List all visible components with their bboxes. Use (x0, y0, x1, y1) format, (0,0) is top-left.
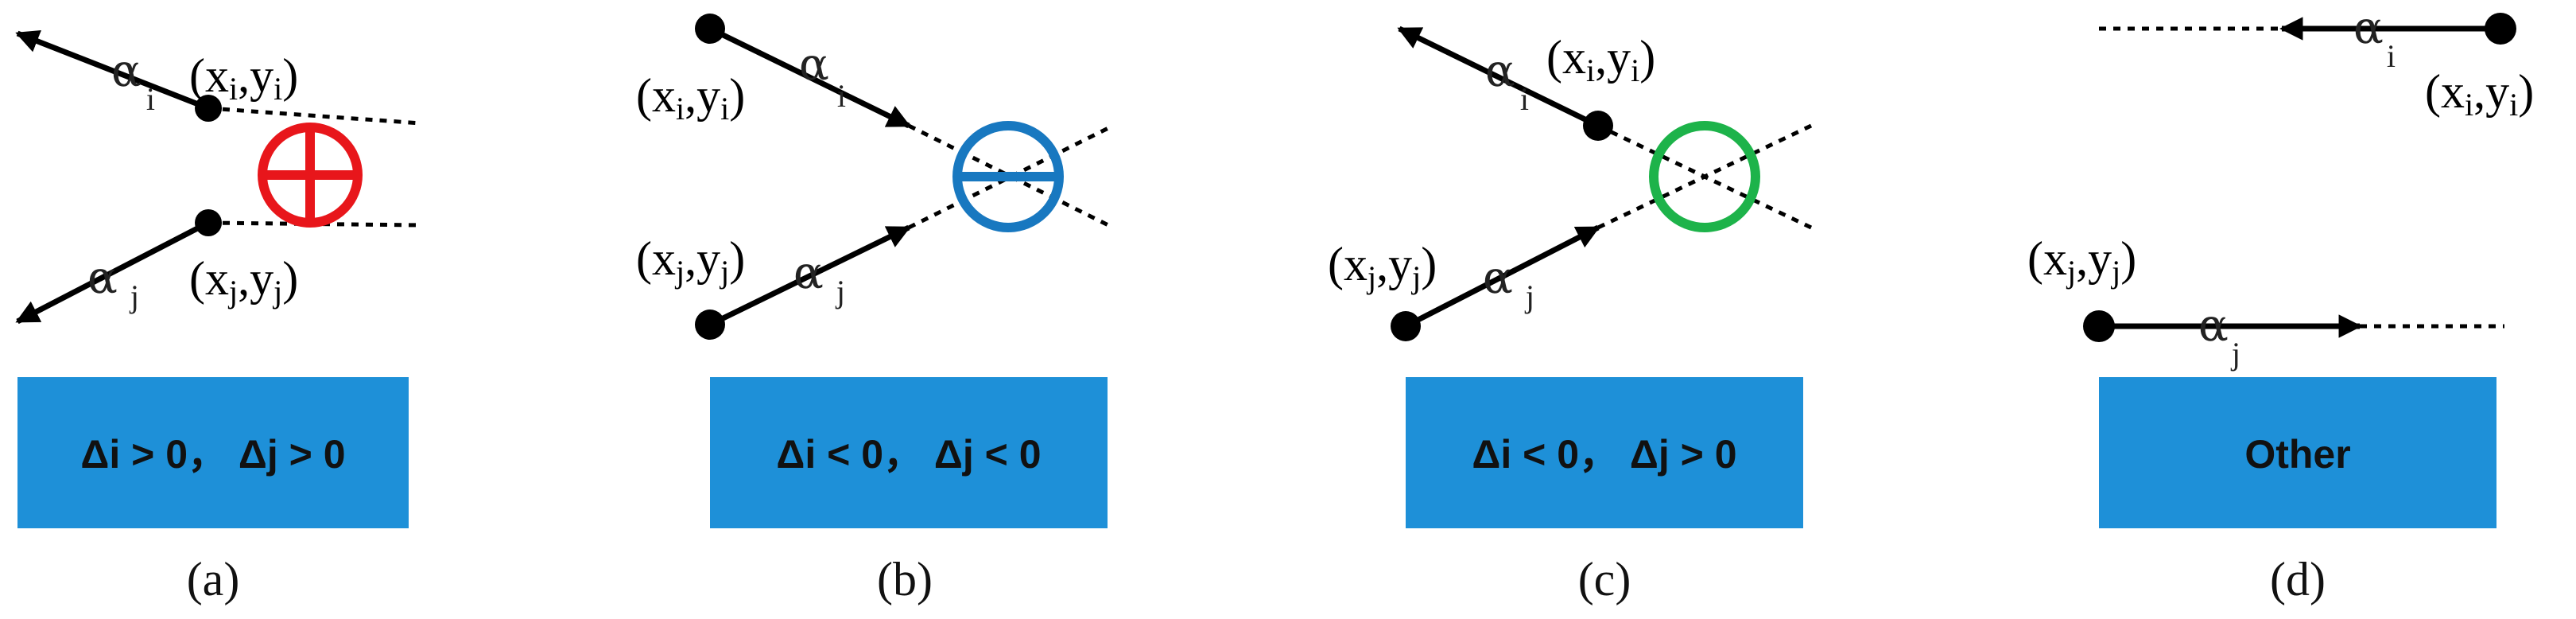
panel-d-alpha-j-label: αj (2198, 300, 2240, 372)
panel-c-point-j-dot (1391, 311, 1421, 341)
panel-a-condition-text: Δi > 0， Δj > 0 (80, 432, 345, 477)
panel-d-point-j-label: (xj,yj) (2027, 232, 2136, 290)
panel-a-ray-j-arrow (15, 220, 210, 325)
panel-c-letter: (c) (1578, 553, 1631, 605)
panel-d-condition-box (2099, 377, 2496, 528)
panel-c-intersection-marker (1649, 121, 1760, 232)
panel-b-dashed-line-lower (907, 123, 1115, 230)
panel-d-point-i-dot (2485, 13, 2516, 45)
panel-b-point-j-dot (695, 310, 725, 340)
panel-c-point-j-label: (xj,yj) (1328, 238, 1437, 295)
panel-d-alpha-i-label: αi (2353, 2, 2396, 74)
panel-d-point-j-dot (2083, 310, 2115, 342)
panel-d-letter: (d) (2270, 553, 2326, 605)
panel-a-point-j-label: (xj,yj) (189, 252, 298, 310)
panel-b-intersection-marker (952, 121, 1064, 232)
panel-b-dashed-line-upper (907, 123, 1115, 230)
panel-a-dashed-line-upper (208, 106, 422, 126)
panel-a-point-i-label: (xi,yi) (189, 49, 298, 107)
panel-c-ray-i-arrow (1397, 25, 1600, 129)
panel-c-condition-box (1406, 377, 1803, 528)
panel-c-alpha-i-label: αi (1485, 45, 1529, 117)
panel-c-condition-text: Δi < 0， Δj > 0 (1472, 432, 1736, 477)
panel-b-point-i-label: (xi,yi) (636, 69, 745, 127)
panel-b-point-j-label: (xj,yj) (636, 232, 745, 290)
panel-b-alpha-i-label: αi (799, 39, 846, 114)
panel-a-letter: (a) (187, 553, 240, 605)
panel-a-alpha-i-label: αi (111, 45, 155, 117)
panel-b-point-i-dot (695, 14, 725, 44)
panel-c-point-i-label: (xi,yi) (1546, 31, 1655, 88)
panel-b-condition-box (710, 377, 1108, 528)
panel-d: (xi,yi) (xj,yj) αi αj Other (d) (2027, 2, 2534, 605)
panel-c-point-i-dot (1583, 111, 1613, 141)
panel-d-condition-text: Other (2244, 432, 2350, 477)
panel-a-intersection-marker (258, 123, 363, 228)
panel-b-condition-text: Δi < 0， Δj < 0 (776, 432, 1041, 477)
panel-c-marker-circle (1649, 121, 1760, 232)
panel-c-ray-j-arrow (1404, 224, 1600, 329)
panel-b-ray-j-arrow (708, 224, 911, 328)
panel-b-letter: (b) (877, 553, 933, 605)
panel-d-point-i-label: (xi,yi) (2425, 65, 2534, 123)
panel-a-condition-box (17, 377, 409, 528)
panel-b-ray-i-arrow (708, 25, 911, 129)
panel-a-point-i-dot (195, 95, 222, 122)
panel-a-point-j-dot (195, 209, 222, 236)
panel-c-dashed-line-lower (1596, 123, 1813, 230)
panel-a-ray-i-arrow (15, 29, 210, 111)
